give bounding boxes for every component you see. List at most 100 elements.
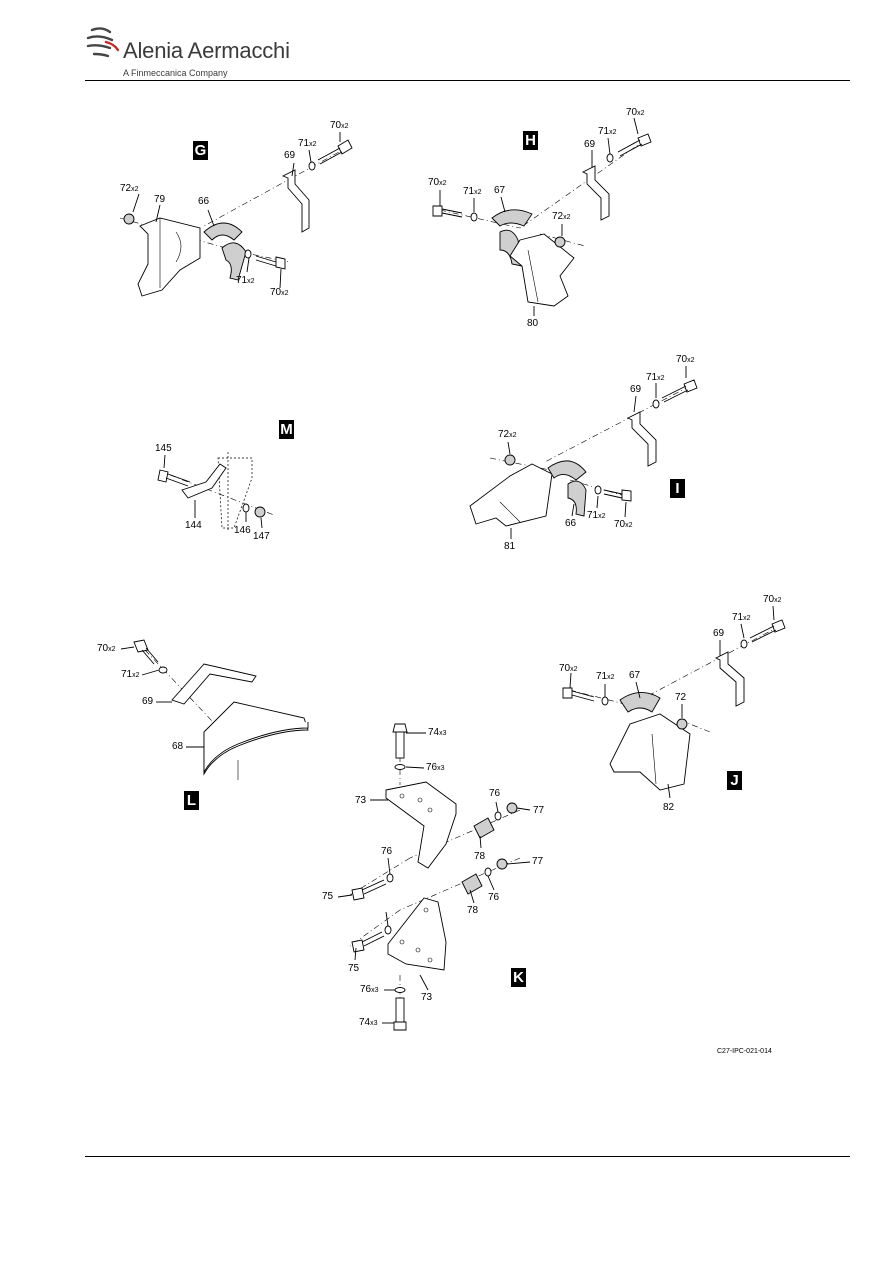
callout-l-4: 68 xyxy=(172,741,184,752)
callout-h-2: 71x2 xyxy=(463,186,482,197)
view-i-bracket-69 xyxy=(626,411,657,467)
view-label-i: I xyxy=(670,479,685,498)
callout-h-7: 72x2 xyxy=(552,211,571,222)
view-k-drawing xyxy=(349,723,521,1031)
callout-i-1: 70x2 xyxy=(676,354,695,365)
view-k-bolt-74-bottom xyxy=(393,997,407,1031)
callout-i-7: 70x2 xyxy=(614,519,633,530)
callout-j-8: 82 xyxy=(663,802,675,813)
view-i-bolt-70-top xyxy=(661,379,698,403)
view-i-bolt-70-bottom xyxy=(603,489,632,502)
callout-i-3: 69 xyxy=(630,384,642,395)
callout-m-2: 144 xyxy=(185,520,202,531)
view-label-m: M xyxy=(279,420,294,439)
callout-k-15: 74x3 xyxy=(359,1017,378,1028)
callout-g-3: 66 xyxy=(198,196,210,207)
callout-k-4: 76 xyxy=(489,788,501,799)
callout-k-2: 76x3 xyxy=(426,762,445,773)
view-h-nut-72 xyxy=(554,236,566,248)
view-l-fairing-68 xyxy=(203,701,309,776)
callout-k-5: 77 xyxy=(533,805,545,816)
view-j-cushion-67 xyxy=(619,692,661,713)
callout-l-1: 70x2 xyxy=(97,643,116,654)
callout-h-6: 70x2 xyxy=(626,107,645,118)
view-k-bolt-75-lower xyxy=(351,931,385,953)
callout-h-4: 69 xyxy=(584,139,596,150)
callout-g-6: 70x2 xyxy=(330,120,349,131)
callout-h-3: 67 xyxy=(494,185,506,196)
callout-j-7: 72 xyxy=(675,692,687,703)
callout-k-8: 75 xyxy=(322,891,334,902)
view-label-h: H xyxy=(523,131,538,150)
view-k-bolt-75-upper xyxy=(351,879,387,901)
view-l-drawing xyxy=(133,639,309,780)
company-name: Alenia Aermacchi xyxy=(123,38,290,63)
callout-g-1: 72x2 xyxy=(120,183,139,194)
view-j-bolt-70-top xyxy=(749,619,786,643)
callout-m-1: 145 xyxy=(155,443,172,454)
callout-j-6: 67 xyxy=(629,670,641,681)
view-label-j: J xyxy=(727,771,742,790)
callout-k-10: 76 xyxy=(488,892,500,903)
callout-g-2: 79 xyxy=(154,194,166,205)
view-k-washer-76-top xyxy=(394,764,406,770)
view-l-bolt-70 xyxy=(133,639,159,665)
footer-rule xyxy=(85,1156,850,1157)
callout-leaders xyxy=(120,117,775,1024)
view-j-nut-72 xyxy=(676,718,688,730)
callout-k-6: 78 xyxy=(474,851,486,862)
callout-h-5: 71x2 xyxy=(598,126,617,137)
view-h-cushion-67 xyxy=(491,209,533,227)
view-j-bolt-70-left xyxy=(562,687,595,702)
company-tagline: A Finmeccanica Company xyxy=(123,68,228,78)
callout-k-7: 76 xyxy=(381,846,393,857)
logo-swoosh-3 xyxy=(86,44,112,50)
view-m-washer-146 xyxy=(242,503,250,513)
view-g-nut-72 xyxy=(123,213,135,225)
callout-g-4: 69 xyxy=(284,150,296,161)
view-j-drawing xyxy=(562,619,786,791)
callout-j-4: 70x2 xyxy=(559,663,578,674)
callout-j-5: 71x2 xyxy=(596,671,615,682)
callout-i-4: 72x2 xyxy=(498,429,517,440)
logo-swoosh-4 xyxy=(92,52,110,58)
header-rule xyxy=(85,80,850,81)
callout-m-3: 146 xyxy=(234,525,251,536)
callout-i-5: 66 xyxy=(565,518,577,529)
callout-j-3: 69 xyxy=(713,628,725,639)
callout-k-9: 77 xyxy=(532,856,544,867)
view-h-drawing xyxy=(432,133,652,307)
view-g-bolt-70-bottom xyxy=(255,255,286,270)
view-g-cushion-66 xyxy=(203,222,243,241)
callout-k-14: 73 xyxy=(421,992,433,1003)
callout-h-1: 70x2 xyxy=(428,177,447,188)
view-m-bolt-145 xyxy=(157,469,191,487)
view-i-mount-81 xyxy=(469,463,553,527)
callout-i-6: 71x2 xyxy=(587,510,606,521)
view-k-washer-76-bottom xyxy=(394,987,406,993)
figure-reference: C27-IPC-021-014 xyxy=(717,1048,772,1055)
view-m-nut-147 xyxy=(254,506,266,518)
view-h-bolt-70-top xyxy=(617,133,652,157)
company-logo-mark xyxy=(84,24,120,65)
view-k-spacer-78-lower xyxy=(461,873,483,895)
logo-swoosh-1 xyxy=(90,27,112,34)
view-m-drawing xyxy=(157,452,275,532)
callout-k-13: 76x3 xyxy=(360,984,379,995)
callout-i-2: 71x2 xyxy=(646,372,665,383)
callout-j-1: 70x2 xyxy=(763,594,782,605)
callout-g-7: 71x2 xyxy=(236,275,255,286)
callout-k-1: 74x3 xyxy=(428,727,447,738)
callout-k-11: 78 xyxy=(467,905,479,916)
view-i-nut-72 xyxy=(504,454,516,466)
view-j-bracket-69 xyxy=(714,651,745,707)
callout-l-3: 69 xyxy=(142,696,154,707)
view-g-drawing xyxy=(119,139,353,297)
view-h-bolt-70-left xyxy=(432,205,463,218)
view-j-mount-82 xyxy=(609,713,691,791)
view-label-l: L xyxy=(184,791,199,810)
view-i-cushion-66 xyxy=(547,460,587,481)
view-i-drawing xyxy=(469,379,698,527)
callout-l-2: 71x2 xyxy=(121,669,140,680)
